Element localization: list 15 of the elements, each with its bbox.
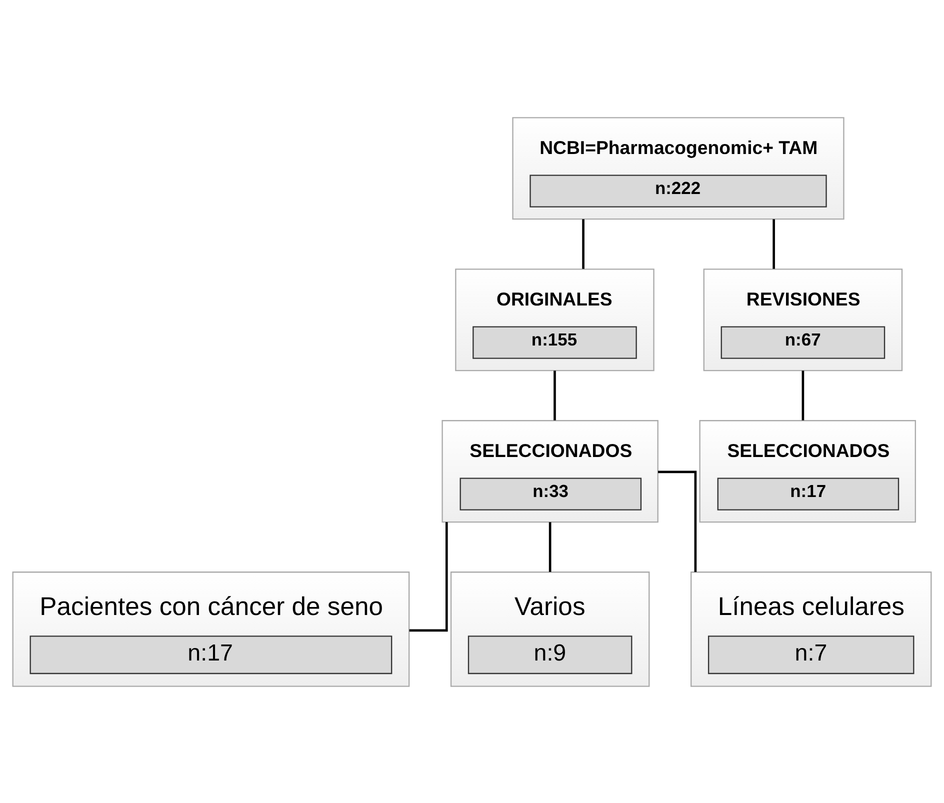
connector [409,522,448,632]
connector [554,370,556,420]
node-box: REVISIONES n:67 [703,268,903,371]
node-box: NCBI=Pharmacogenomic+ TAM n:222 [512,116,844,220]
node-box: SELECCIONADOS n:33 [442,420,658,522]
node-box: Líneas celulares n:7 [690,571,932,686]
node-box: Varios n:9 [450,571,650,686]
connector [582,218,584,268]
node-box: Pacientes con cáncer de seno n:17 [12,571,410,686]
node-box: SELECCIONADOS n:17 [699,420,916,522]
connector [658,470,697,572]
connector [548,522,552,572]
connector [772,218,775,268]
connector [802,370,804,420]
node-box: ORIGINALES n:155 [455,268,654,371]
